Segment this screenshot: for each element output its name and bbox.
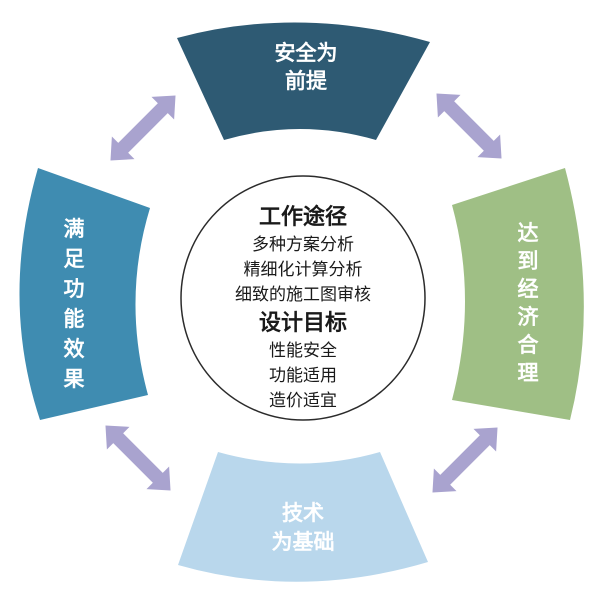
center-item-approach-3: 细致的施工图审核 [235, 285, 371, 305]
arrow-bottom-right [432, 427, 498, 493]
segment-right-shape [452, 168, 584, 420]
segment-left-shape [19, 168, 150, 420]
arrow-bottom-right-shape [432, 427, 498, 493]
segment-bottom: 技术 为基础 [178, 452, 428, 582]
segment-left-line-2: 足 [64, 247, 85, 271]
center-item-goal-2: 功能适用 [269, 366, 337, 386]
segment-top-line-2: 前提 [285, 69, 328, 93]
center-item-goal-1: 性能安全 [269, 341, 337, 361]
segment-top-shape [177, 22, 430, 140]
segment-left-line-6: 果 [64, 367, 85, 391]
segment-left-line-5: 效 [64, 337, 85, 361]
segment-left-line-3: 功 [64, 277, 85, 301]
center-item-goal-3: 造价适宜 [269, 391, 337, 411]
segment-bottom-shape [178, 452, 428, 582]
center-heading-approach: 工作途径 [259, 204, 347, 230]
arrow-top-right [436, 93, 502, 159]
arrow-top-left [110, 95, 176, 161]
center-circle: 工作途径 多种方案分析 精细化计算分析 细致的施工图审核 设计目标 性能安全 功… [180, 175, 426, 421]
center-item-approach-1: 多种方案分析 [252, 235, 354, 255]
segment-right-line-5: 合 [518, 333, 540, 357]
segment-top-line-1: 安全为 [275, 41, 338, 65]
segment-right-line-1: 达 [518, 221, 539, 245]
segment-top: 安全为 前提 [177, 22, 430, 140]
segment-right-line-6: 理 [518, 361, 539, 385]
segment-right-line-2: 到 [518, 249, 539, 273]
arrow-top-left-shape [110, 95, 176, 161]
arrow-top-right-shape [436, 93, 502, 159]
segment-right-line-4: 济 [518, 305, 540, 329]
center-item-approach-2: 精细化计算分析 [244, 260, 363, 280]
center-circle-outline [180, 175, 426, 421]
segment-right-line-3: 经 [518, 277, 539, 301]
segment-left-line-1: 满 [64, 217, 85, 241]
segment-left-line-4: 能 [64, 307, 85, 331]
center-heading-goals: 设计目标 [259, 310, 347, 336]
arrow-bottom-left [105, 425, 171, 491]
arrow-bottom-left-shape [105, 425, 171, 491]
segment-right: 达 到 经 济 合 理 [452, 168, 584, 420]
segment-bottom-line-2: 为基础 [272, 530, 335, 554]
segment-bottom-line-1: 技术 [282, 501, 324, 525]
segment-left: 满 足 功 能 效 果 [19, 168, 150, 420]
